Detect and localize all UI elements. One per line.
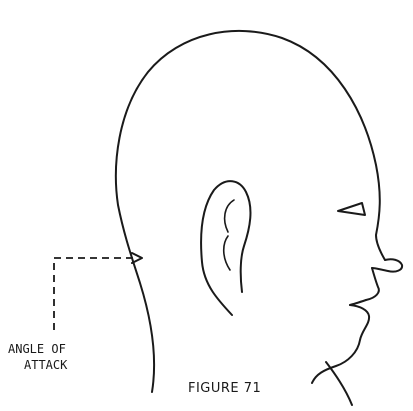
angle-label-line-1: ANGLE OF — [8, 342, 66, 356]
mouth-line — [350, 300, 366, 305]
ear-inner-curve — [224, 236, 230, 270]
angle-label-line-2: ATTACK — [24, 358, 68, 372]
eye-outline — [338, 203, 365, 215]
throat-outline — [326, 362, 352, 405]
upper-lip-outline — [366, 268, 379, 300]
ear-inner-fold — [225, 200, 234, 232]
angle-indicator-arrowhead — [132, 253, 142, 263]
figure-caption: FIGURE 71 — [188, 381, 261, 396]
ear-outline — [201, 181, 250, 315]
nose-outline — [372, 259, 402, 271]
chin-outline — [312, 305, 369, 383]
